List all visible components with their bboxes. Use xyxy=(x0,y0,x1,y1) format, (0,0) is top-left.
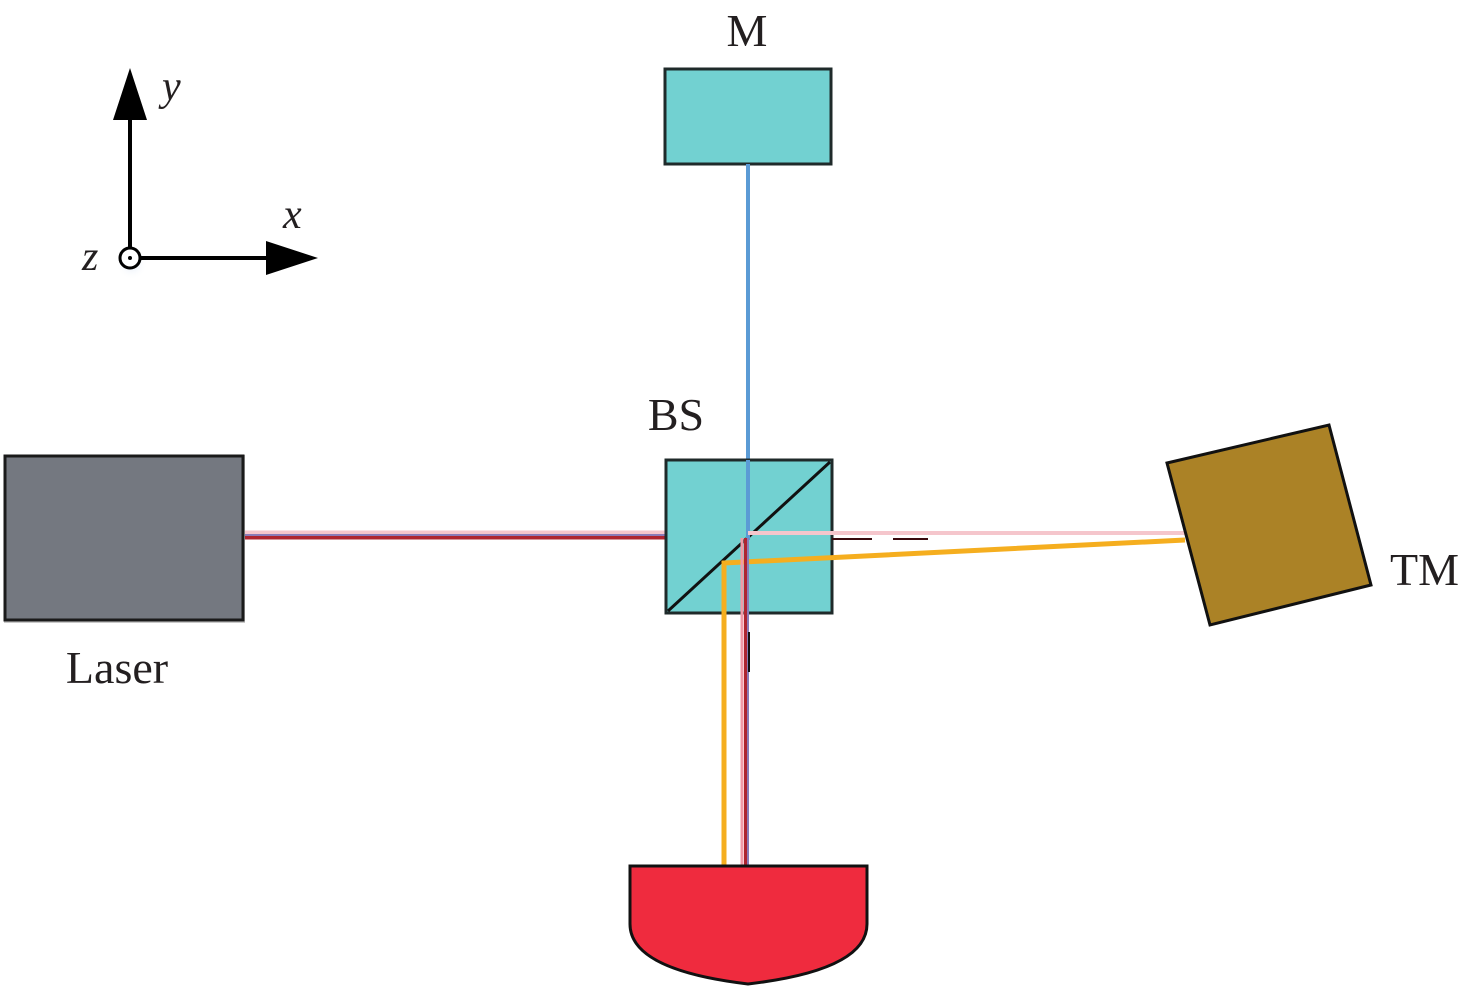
reference-mirror: M xyxy=(663,5,833,166)
laser-body xyxy=(3,454,245,622)
incident-beam xyxy=(245,530,748,540)
beam-splitter: BS xyxy=(648,389,834,615)
mirror-body xyxy=(663,67,833,166)
beam-splitter-label: BS xyxy=(648,389,704,440)
test-mirror: TM xyxy=(1165,423,1459,627)
test-mirror-label: TM xyxy=(1390,544,1459,595)
laser: Laser xyxy=(3,454,245,693)
tilted-return-beam xyxy=(721,537,1186,866)
detector xyxy=(628,864,869,986)
detector-body xyxy=(628,864,869,986)
output-beam xyxy=(740,538,750,866)
y-axis-arrow-icon xyxy=(113,68,147,120)
z-axis-label: z xyxy=(81,234,98,280)
y-axis-label: y xyxy=(158,64,181,110)
x-axis-arrow-icon xyxy=(266,241,318,275)
z-axis-dot xyxy=(128,256,132,260)
test-mirror-body xyxy=(1165,423,1373,627)
test-beam xyxy=(748,531,1185,542)
laser-label: Laser xyxy=(66,642,168,693)
coordinate-axes: y x z xyxy=(81,64,318,280)
mirror-label: M xyxy=(727,5,768,56)
x-axis-label: x xyxy=(282,192,302,238)
